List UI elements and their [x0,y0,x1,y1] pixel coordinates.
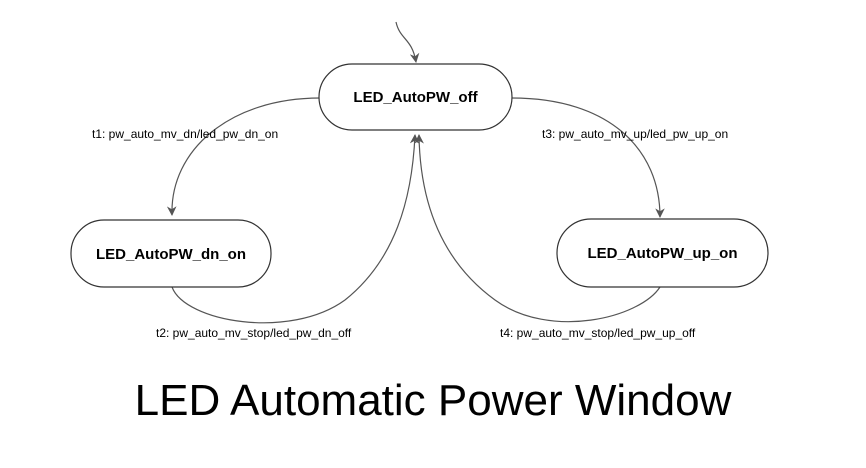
transition-t3-arrow [511,97,665,218]
initial-transition-arrow [395,21,420,63]
transition-t2-label: t2: pw_auto_mv_stop/led_pw_dn_off [156,326,352,340]
transition-t1-arrow [166,97,321,216]
transition-t3-label: t3: pw_auto_mv_up/led_pw_up_on [542,127,728,141]
state-label-dn-on: LED_AutoPW_dn_on [96,246,246,263]
state-led-autopw-up-on: LED_AutoPW_up_on [556,218,769,288]
transition-t4-label: t4: pw_auto_mv_stop/led_pw_up_off [500,326,696,340]
transition-t1-label: t1: pw_auto_mv_dn/led_pw_dn_on [92,127,278,141]
state-led-autopw-dn-on: LED_AutoPW_dn_on [70,219,272,288]
state-label-up-on: LED_AutoPW_up_on [588,245,738,262]
state-label-off: LED_AutoPW_off [353,89,478,106]
state-led-autopw-off: LED_AutoPW_off [318,63,513,131]
transition-t2-arrow [171,134,420,324]
transition-t4-arrow [414,134,661,323]
diagram-title: LED Automatic Power Window [134,376,732,425]
